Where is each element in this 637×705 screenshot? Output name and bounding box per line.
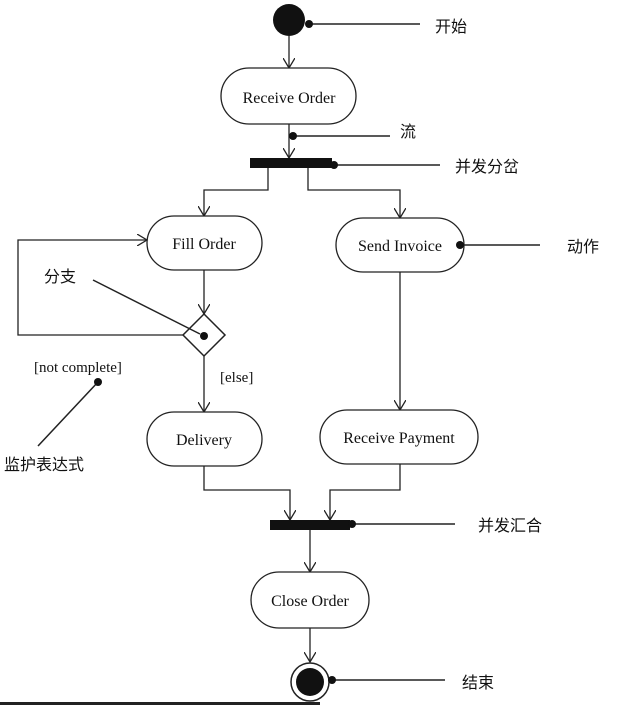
initial-node (273, 4, 305, 36)
end-pointer-dot (328, 676, 336, 684)
label-end: 结束 (462, 673, 494, 692)
fork-bar (250, 158, 332, 168)
label-guard-expression: 监护表达式 (4, 455, 84, 474)
branch-pointer (92, 279, 201, 335)
label-fork: 并发分岔 (455, 157, 519, 176)
node-delivery-label: Delivery (176, 432, 232, 449)
node-receive-order-label: Receive Order (243, 90, 337, 107)
start-pointer-dot (305, 20, 313, 28)
edge-payment-join (330, 464, 401, 520)
guard-not-complete: [not complete] (34, 360, 122, 376)
guard-else: [else] (220, 370, 253, 386)
guard-pointer-dot (94, 378, 102, 386)
join-pointer-dot (348, 520, 356, 528)
node-send-invoice-label: Send Invoice (358, 238, 442, 255)
edge-fork-invoice (307, 168, 400, 218)
guard-pointer (37, 381, 99, 447)
node-close-order-label: Close Order (271, 593, 349, 610)
join-bar (270, 520, 350, 530)
node-receive-payment (319, 409, 479, 465)
edge-loop-back (17, 240, 183, 336)
node-receive-payment-label: Receive Payment (343, 430, 455, 447)
flow-pointer-dot (289, 132, 297, 140)
label-branch: 分支 (44, 267, 76, 286)
bottom-rule (0, 702, 320, 705)
fork-pointer-dot (330, 161, 338, 169)
action-pointer-dot (456, 241, 464, 249)
edge-fork-fill (204, 168, 269, 216)
node-fill-order-label: Fill Order (172, 236, 236, 253)
label-flow: 流 (400, 122, 416, 141)
final-node-core (296, 668, 324, 696)
edge-delivery-join (203, 466, 290, 520)
label-start: 开始 (435, 17, 467, 36)
label-action: 动作 (567, 237, 599, 256)
label-join: 并发汇合 (478, 516, 542, 535)
decision-dot (200, 332, 208, 340)
